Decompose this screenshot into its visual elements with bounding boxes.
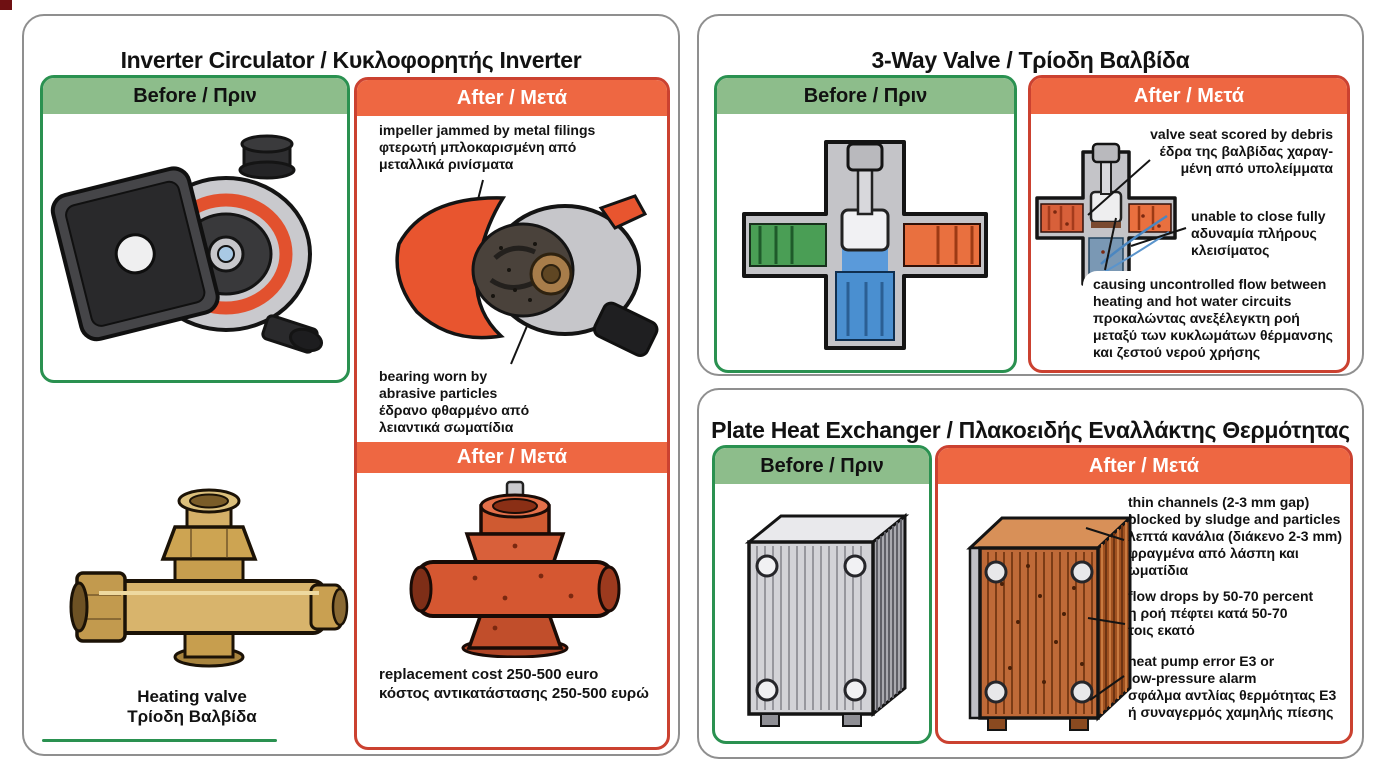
heating-valve-caption: Heating valve Τρίοδη Βαλβίδα <box>42 687 342 727</box>
annotation-line: flow drops by 50-70 percent <box>1128 588 1314 604</box>
annotation-bearing: bearing worn by abrasive particles έδραν… <box>379 368 529 436</box>
annotation-line: λεπτά κανάλια (διάκενο 2-3 mm) <box>1128 528 1343 544</box>
pump-cutaway-illustration <box>395 179 659 365</box>
after-header-secondary: After / Μετά <box>357 442 667 473</box>
annotation-line: λειαντικά σωματίδια <box>379 419 514 435</box>
annotation-line: έδρανο φθαρμένο από <box>379 402 530 418</box>
before-box-inverter: Before / Πριν <box>40 75 350 383</box>
caption-line-el: Τρίοδη Βαλβίδα <box>127 707 257 726</box>
caption-line-en: Heating valve <box>137 687 247 706</box>
annotation-thin-channels: thin channels (2-3 mm gap) blocked by sl… <box>1128 494 1342 579</box>
after-box-inverter: After / Μετά impeller jammed by metal fi… <box>354 77 670 750</box>
valve-section-before-illustration <box>742 140 988 350</box>
damaged-valve-illustration <box>409 480 621 658</box>
annotation-line: abrasive particles <box>379 385 498 401</box>
corner-marker <box>0 0 12 10</box>
before-header: Before / Πριν <box>717 78 1014 114</box>
annotation-line: η ροή πέφτει κατά 50-70 <box>1128 605 1288 621</box>
after-box-3way: After / Μετά <box>1028 75 1350 373</box>
before-box-3way: Before / Πριν <box>714 75 1017 373</box>
annotation-line: φτερωτή μπλοκαρισμένη από <box>379 139 577 155</box>
annotation-line: μεταξύ των κυκλωμάτων θέρμανσης <box>1093 327 1333 343</box>
panel-3way-valve: 3-Way Valve / Τρίοδη Βαλβίδα Before / Πρ… <box>697 14 1364 376</box>
annotation-line: heat pump error E3 or <box>1128 653 1275 669</box>
plate-exchanger-after-illustration <box>966 514 1134 731</box>
annotation-line: μένη από υπολείμματα <box>1180 160 1333 176</box>
annotation-heat-pump-error: heat pump error E3 or low-pressure alarm… <box>1128 653 1336 721</box>
plate-exchanger-before-illustration <box>744 512 910 727</box>
annotation-replacement-cost: replacement cost 250-500 euro κόστος αντ… <box>379 665 649 703</box>
annotation-unable-close: unable to close fully αδυναμία πλήρους κ… <box>1191 208 1326 259</box>
annotation-line: ή συναγερμός χαμηλής πίεσης <box>1128 704 1334 720</box>
annotation-line: unable to close fully <box>1191 208 1326 224</box>
annotation-line: κλεισίματος <box>1191 242 1270 258</box>
annotation-line: μεταλλικά ρινίσματα <box>379 156 514 172</box>
panel-plate-heat-exchanger: Plate Heat Exchanger / Πλακοειδής Εναλλά… <box>697 388 1364 759</box>
annotation-line: αδυναμία πλήρους <box>1191 225 1317 241</box>
before-box-plate-hx: Before / Πριν <box>712 445 932 744</box>
annotation-valve-seat: valve seat scored by debris έδρα της βαλ… <box>1133 126 1333 177</box>
annotation-line: και ζεστού νερού χρήσης <box>1093 344 1261 360</box>
annotation-line: σφάλμα αντλίας θερμότητας E3 <box>1128 687 1337 703</box>
before-header: Before / Πριν <box>43 78 347 114</box>
annotation-line: blocked by sludge and particles <box>1128 511 1341 527</box>
panel-title-3way: 3-Way Valve / Τρίοδη Βαλβίδα <box>871 47 1190 74</box>
annotation-uncontrolled-flow: causing uncontrolled flow between heatin… <box>1093 276 1333 361</box>
panel-inverter-circulator: Inverter Circulator / Κυκλοφορητής Inver… <box>22 14 680 756</box>
annotation-line: ωματίδια <box>1128 562 1189 578</box>
circulator-pump-illustration <box>50 134 324 354</box>
annotation-line: low-pressure alarm <box>1128 670 1257 686</box>
green-divider <box>42 739 277 742</box>
heating-valve-illustration <box>69 488 349 668</box>
annotation-line: impeller jammed by metal filings <box>379 122 596 138</box>
annotation-line: thin channels (2-3 mm gap) <box>1128 494 1310 510</box>
panel-title-plate-hx: Plate Heat Exchanger / Πλακοειδής Εναλλά… <box>711 417 1350 444</box>
panel-title-inverter: Inverter Circulator / Κυκλοφορητής Inver… <box>120 47 582 74</box>
annotation-line: κόστος αντικατάστασης 250-500 ευρώ <box>379 685 649 702</box>
after-box-plate-hx: After / Μετά <box>935 445 1353 744</box>
after-header: After / Μετά <box>938 448 1350 484</box>
after-header: After / Μετά <box>357 80 667 116</box>
annotation-line: replacement cost 250-500 euro <box>379 666 599 683</box>
annotation-line: προκαλώντας ανεξέλεγκτη ροή <box>1093 310 1300 326</box>
annotation-line: valve seat scored by debris <box>1150 126 1333 142</box>
annotation-line: causing uncontrolled flow between <box>1093 276 1327 292</box>
annotation-line: τοις εκατό <box>1128 622 1195 638</box>
before-header: Before / Πριν <box>715 448 929 484</box>
annotation-line: bearing worn by <box>379 368 488 384</box>
after-header: After / Μετά <box>1031 78 1347 114</box>
annotation-uncontrolled-flow-callout: causing uncontrolled flow between heatin… <box>1083 271 1341 364</box>
annotation-line: έδρα της βαλβίδας χαραγ- <box>1159 143 1333 159</box>
annotation-line: φραγμένα από λάσπη και <box>1128 545 1299 561</box>
annotation-line: heating and hot water circuits <box>1093 293 1292 309</box>
annotation-impeller: impeller jammed by metal filings φτερωτή… <box>379 122 595 173</box>
annotation-flow-drop: flow drops by 50-70 percent η ροή πέφτει… <box>1128 588 1313 639</box>
